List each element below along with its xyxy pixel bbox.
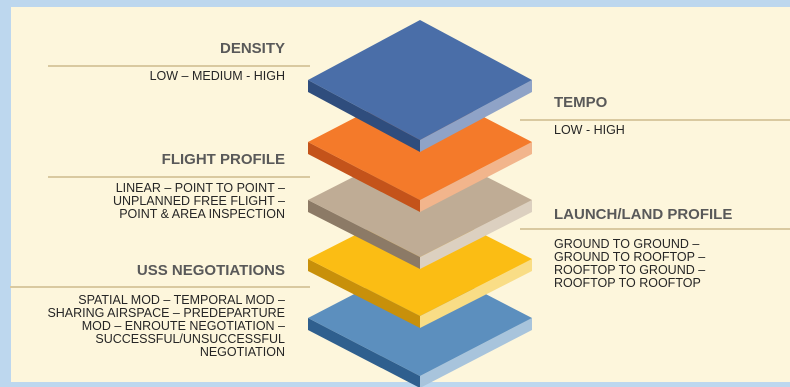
- layer-left-face: [308, 200, 420, 269]
- uss-negotiations-line: SHARING AIRSPACE – PREDEPARTURE: [47, 306, 285, 320]
- flight-profile-rule: [48, 176, 310, 178]
- layer-left-face: [308, 142, 420, 212]
- density-title: DENSITY: [219, 40, 285, 57]
- density-description: LOW – MEDIUM - HIGH: [150, 70, 285, 83]
- layer-left-face: [308, 80, 420, 152]
- uss-negotiations-title: USS NEGOTIATIONS: [136, 262, 285, 279]
- launch-land-profile-line: GROUND TO GROUND –: [554, 237, 700, 251]
- layer-left-face: [308, 318, 420, 387]
- layer-top-face: [308, 20, 532, 140]
- density-rule: [48, 65, 310, 67]
- layer-right-face: [420, 318, 532, 387]
- layer-right-face: [420, 200, 532, 269]
- flight-profile-line: UNPLANNED FREE FLIGHT –: [112, 194, 285, 208]
- flight-profile-line: LINEAR – POINT TO POINT –: [115, 181, 285, 195]
- layer-right-face: [420, 259, 532, 328]
- layer-left-face: [308, 259, 420, 328]
- layer-right-face: [420, 80, 532, 152]
- uss-negotiations-description: SPATIAL MOD – TEMPORAL MOD – SHARING AIR…: [47, 294, 285, 359]
- tempo-line: LOW - HIGH: [554, 123, 625, 137]
- uss-negotiations-line: SPATIAL MOD – TEMPORAL MOD –: [78, 293, 285, 307]
- tempo-rule: [520, 119, 790, 121]
- uss-negotiations-line: MOD – ENROUTE NEGOTIATION –: [81, 319, 285, 333]
- launch-land-profile-line: GROUND TO ROOFTOP –: [554, 250, 706, 264]
- launch-land-profile-line: ROOFTOP TO GROUND –: [554, 263, 706, 277]
- uss-negotiations-rule: [10, 286, 310, 288]
- density-line: LOW – MEDIUM - HIGH: [149, 69, 285, 83]
- launch-land-profile-title: LAUNCH/LAND PROFILE: [554, 206, 733, 223]
- flight-profile-title: FLIGHT PROFILE: [161, 151, 285, 168]
- launch-land-profile-line: ROOFTOP TO ROOFTOP: [554, 276, 701, 290]
- uss-negotiations-line: SUCCESSFUL/UNSUCCESSFUL: [95, 332, 285, 346]
- flight-profile-line: POINT & AREA INSPECTION: [119, 207, 285, 221]
- tempo-description: LOW - HIGH: [554, 124, 625, 137]
- layer-density: [308, 20, 532, 152]
- layer-right-face: [420, 142, 532, 212]
- uss-negotiations-line: NEGOTIATION: [199, 345, 285, 359]
- tempo-title: TEMPO: [554, 94, 608, 111]
- launch-land-profile-description: GROUND TO GROUND – GROUND TO ROOFTOP – R…: [554, 238, 705, 290]
- flight-profile-description: LINEAR – POINT TO POINT – UNPLANNED FREE…: [113, 182, 285, 221]
- launch-land-profile-rule: [520, 228, 790, 230]
